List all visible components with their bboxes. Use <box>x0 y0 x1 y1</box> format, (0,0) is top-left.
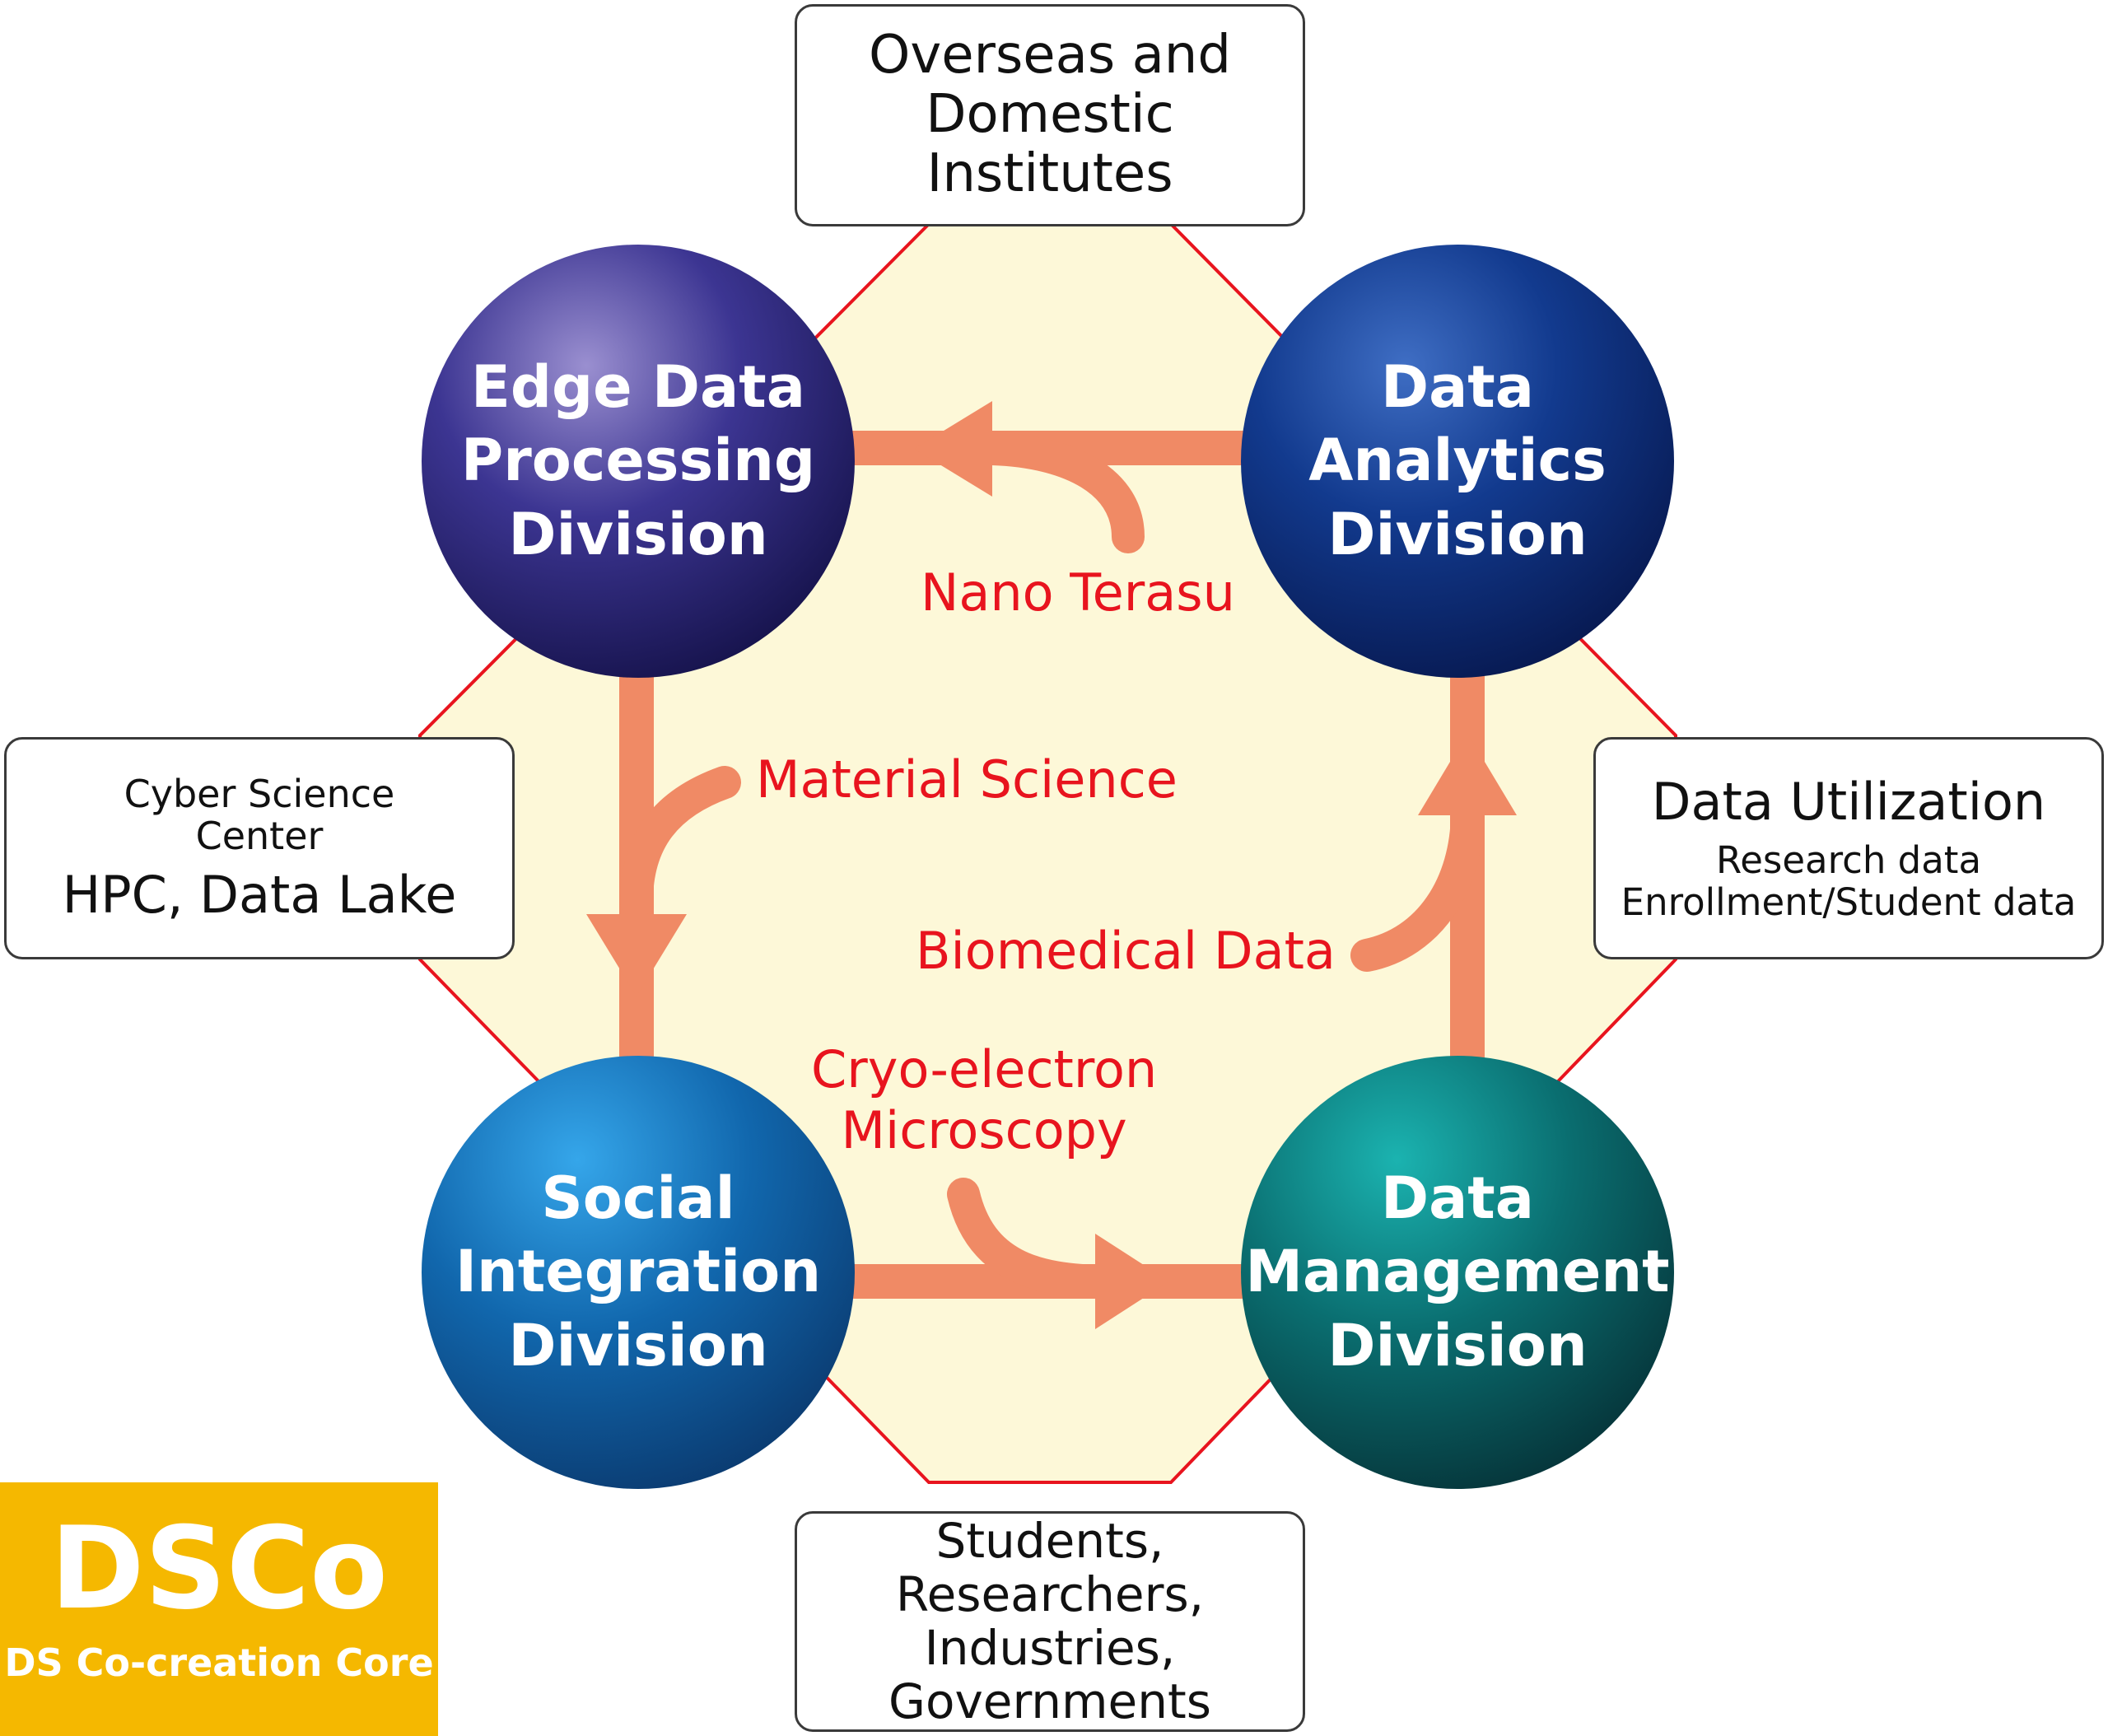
division-label-line: Division <box>508 500 768 568</box>
box-bottom-line: Students, <box>935 1513 1164 1570</box>
box-right-line: Research data <box>1715 838 1982 883</box>
dsco-logo: DSCo DS Co-creation Core <box>0 1482 438 1736</box>
division-label-line: Data <box>1380 1164 1535 1232</box>
box-stakeholders: Students, Researchers, Industries, Gover… <box>795 1511 1305 1732</box>
flow-label-line: Microscopy <box>841 1100 1127 1161</box>
box-data-utilization: Data Utilization Research data Enrollmen… <box>1593 737 2104 959</box>
logo-main-text: DSCo <box>49 1502 389 1635</box>
division-sphere-management <box>1241 1056 1674 1489</box>
division-sphere-analytics <box>1241 245 1674 678</box>
division-label-line: Social <box>541 1164 735 1232</box>
box-left-small-line: Center <box>195 814 324 859</box>
division-sphere-social <box>422 1056 855 1489</box>
box-right-title: Data Utilization <box>1651 771 2046 832</box>
division-sphere-edge <box>422 245 855 678</box>
division-label-line: Data <box>1380 352 1535 421</box>
flow-label-material-science: Material Science <box>756 749 1178 810</box>
division-edge-data-processing: Edge Data Processing Division <box>424 247 852 675</box>
box-top-line: Domestic <box>926 84 1174 146</box>
box-left-small-line: Cyber Science <box>124 771 395 816</box>
arrow-head-material <box>586 914 687 996</box>
division-data-management: Data Management Division <box>1243 1058 1672 1486</box>
arrow-head-cryo <box>1095 1234 1169 1329</box>
division-label-line: Edge Data <box>471 352 805 421</box>
flow-arrows <box>586 401 1517 1329</box>
flow-label-nano-terasu: Nano Terasu <box>921 562 1235 623</box>
box-left-large-line: HPC, Data Lake <box>62 864 457 925</box>
arrow-cryo-electron <box>947 1178 1124 1298</box>
box-overseas-domestic-institutes: Overseas and Domestic Institutes <box>795 4 1305 226</box>
division-social-integration: Social Integration Division <box>424 1058 852 1486</box>
arrow-material-science <box>620 766 741 918</box>
division-label-line: Division <box>508 1311 768 1379</box>
arrow-head-biomedical <box>1418 733 1517 815</box>
arrow-head-nano <box>914 401 992 497</box>
box-bottom-line: Governments <box>888 1673 1211 1729</box>
division-label-line: Division <box>1327 1311 1588 1379</box>
box-right-line: Enrollment/Student data <box>1621 880 2077 924</box>
box-top-line: Overseas and <box>869 25 1231 86</box>
box-bottom-line: Industries, <box>924 1620 1176 1676</box>
arrow-nano-terasu <box>976 432 1145 553</box>
division-label-line: Management <box>1245 1238 1670 1306</box>
box-cyber-science-center: Cyber Science Center HPC, Data Lake <box>4 737 515 959</box>
division-label-line: Processing <box>460 427 816 495</box>
box-top-line: Institutes <box>926 142 1173 204</box>
flow-label-line: Cryo-electron <box>811 1039 1158 1099</box>
division-data-analytics: Data Analytics Division <box>1243 247 1672 675</box>
box-bottom-line: Researchers, <box>895 1566 1205 1623</box>
flow-label-cryo-electron-microscopy: Cryo-electron Microscopy <box>811 1039 1157 1162</box>
division-label-line: Analytics <box>1308 427 1607 495</box>
division-label-line: Integration <box>455 1238 822 1306</box>
division-label-line: Division <box>1327 500 1588 568</box>
flow-label-biomedical-data: Biomedical Data <box>916 921 1336 981</box>
logo-sub-text: DS Co-creation Core <box>4 1640 434 1685</box>
arrow-biomedical-data <box>1350 795 1484 972</box>
